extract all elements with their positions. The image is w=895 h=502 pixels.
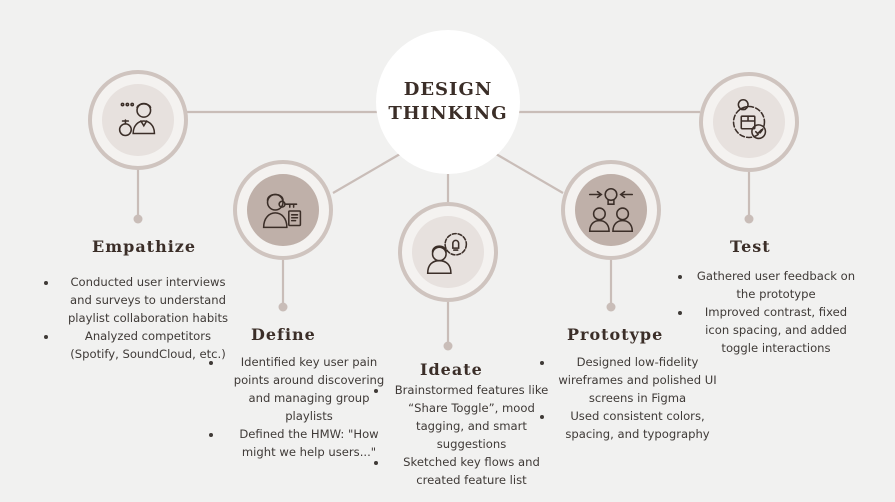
list-item: Defined the HMW: "How might we help user… bbox=[223, 425, 393, 461]
define-title: Define bbox=[251, 325, 316, 344]
prototype-dot bbox=[606, 302, 616, 312]
list-item: Designed low-fidelity wireframes and pol… bbox=[554, 353, 719, 407]
test-title: Test bbox=[730, 237, 771, 256]
ideate-bullets: Brainstormed features like “Share Toggle… bbox=[370, 381, 553, 489]
ideate-dot bbox=[443, 341, 453, 351]
list-item: Brainstormed features like “Share Toggle… bbox=[388, 381, 553, 453]
design-thinking-center: DESIGN THINKING bbox=[376, 30, 520, 174]
prototype-bullets: Designed low-fidelity wireframes and pol… bbox=[536, 353, 719, 443]
person-with-lightbulb-gear-icon bbox=[426, 232, 468, 275]
customer-service-person-icon bbox=[118, 102, 156, 137]
empathize-node bbox=[88, 70, 188, 170]
person-with-key-and-document-icon bbox=[262, 193, 302, 229]
center-title: DESIGN THINKING bbox=[388, 79, 508, 124]
empathize-title: Empathize bbox=[92, 237, 197, 256]
empathize-icon-bg bbox=[102, 84, 174, 156]
list-item: Analyzed competitors (Spotify, SoundClou… bbox=[58, 327, 236, 363]
test-dot bbox=[744, 214, 754, 224]
prototype-title: Prototype bbox=[567, 325, 664, 344]
list-item: Gathered user feedback on the prototype bbox=[692, 267, 858, 303]
prototype-node bbox=[561, 160, 661, 260]
ideate-node bbox=[398, 202, 498, 302]
list-item: Identified key user pain points around d… bbox=[223, 353, 393, 425]
list-item: Sketched key flows and created feature l… bbox=[388, 453, 553, 489]
define-dot bbox=[278, 302, 288, 312]
list-item: Conducted user interviews and surveys to… bbox=[58, 273, 236, 327]
ideate-icon-bg bbox=[412, 216, 484, 288]
two-people-with-lightbulb-icon bbox=[588, 187, 634, 233]
define-bullets: Identified key user pain points around d… bbox=[205, 353, 393, 461]
test-node bbox=[699, 72, 799, 172]
define-icon-bg bbox=[247, 174, 319, 246]
list-item: Improved contrast, fixed icon spacing, a… bbox=[692, 303, 858, 357]
test-bullets: Gathered user feedback on the prototype … bbox=[674, 267, 858, 357]
gear-with-box-and-checkmark-icon bbox=[732, 98, 767, 140]
list-item: Used consistent colors, spacing, and typ… bbox=[554, 407, 719, 443]
empathize-dot bbox=[133, 214, 143, 224]
ideate-title: Ideate bbox=[420, 360, 483, 379]
define-node bbox=[233, 160, 333, 260]
empathize-bullets: Conducted user interviews and surveys to… bbox=[40, 273, 236, 363]
test-icon-bg bbox=[713, 86, 785, 158]
prototype-icon-bg bbox=[575, 174, 647, 246]
